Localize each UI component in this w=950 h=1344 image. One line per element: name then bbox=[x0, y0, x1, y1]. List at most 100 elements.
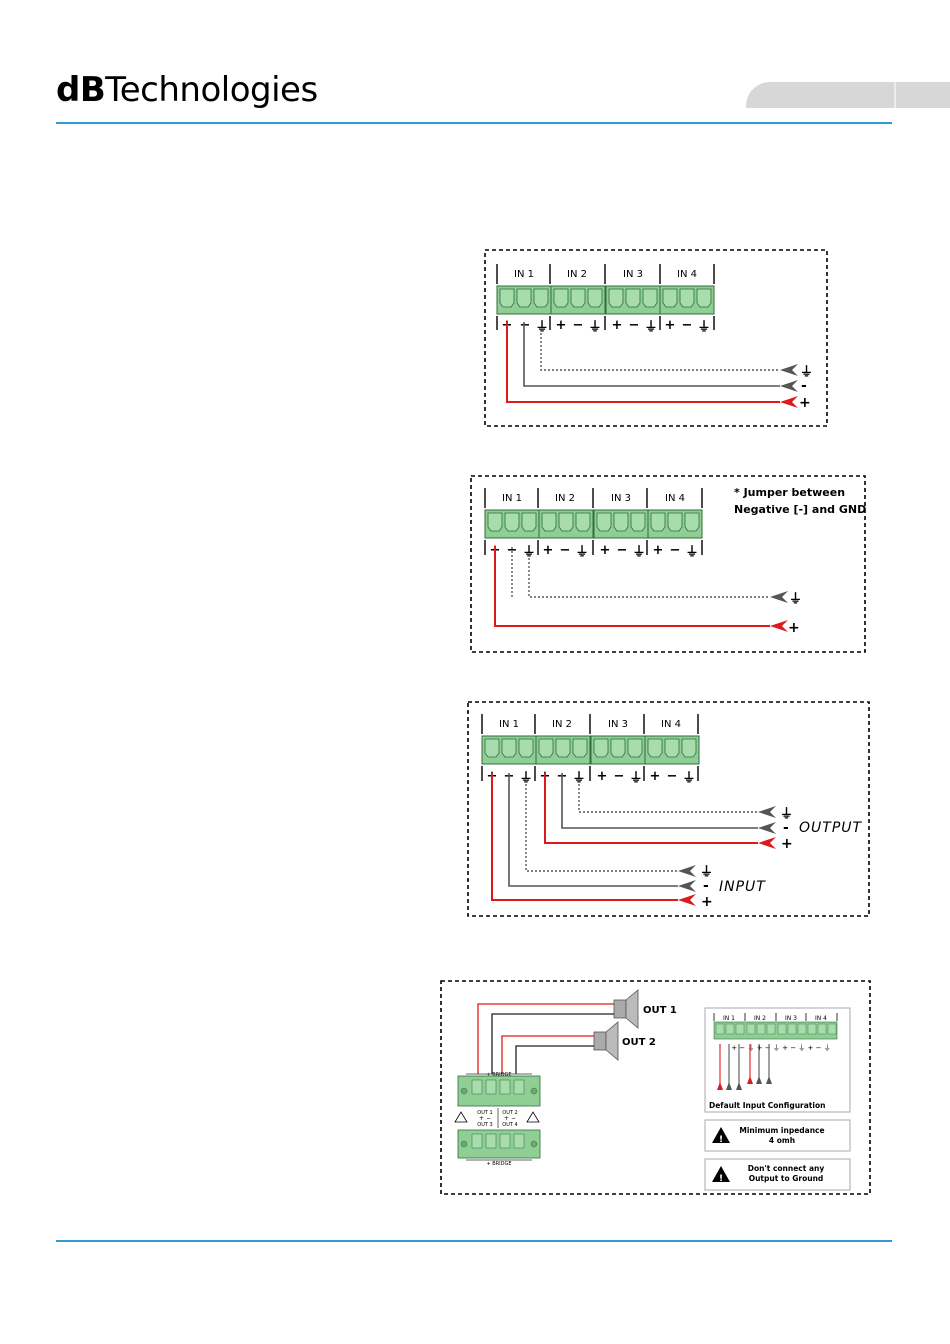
pin-ground: ⏚ bbox=[697, 320, 710, 335]
pin-minus: − bbox=[629, 318, 640, 333]
warning-ground-box bbox=[704, 1158, 851, 1191]
out-block-label-1: OUT 1 bbox=[477, 1110, 492, 1116]
diagram1-ground-wire bbox=[540, 333, 798, 376]
diagram2-note-line1: * Jumper between bbox=[734, 486, 845, 499]
pin-minus: − bbox=[614, 769, 625, 784]
pin-ground: ⏚ bbox=[644, 320, 657, 335]
diagram3-frame bbox=[467, 701, 870, 917]
speaker-out1-label: OUT 1 bbox=[643, 1005, 677, 1016]
diagram1-ground-mark: ⏚ bbox=[800, 365, 813, 380]
pin-ground: ⏚ bbox=[572, 771, 585, 786]
warning-left-icon bbox=[454, 1111, 468, 1123]
diagram3-output-plus-mark: + bbox=[781, 836, 793, 852]
out-block-pins-1: + − bbox=[479, 1115, 491, 1122]
pin-ground: ⏚ bbox=[575, 545, 588, 560]
pin-ground: ⏚ bbox=[519, 771, 532, 786]
diagram3-input-minus-mark: - bbox=[703, 878, 709, 894]
diagram3-output-minus-wire bbox=[561, 773, 776, 834]
svg-text:!: ! bbox=[719, 1174, 723, 1184]
diagram2-note-line2: Negative [-] and GND bbox=[734, 503, 866, 516]
footer-rule bbox=[56, 1240, 892, 1242]
pin-ground: ⏚ bbox=[682, 771, 695, 786]
diagram2-plus-wire bbox=[494, 546, 788, 632]
output-connector-bottom bbox=[457, 1129, 541, 1161]
diagram3-input-plus-wire bbox=[491, 773, 696, 906]
diagram3-input-ground-wire bbox=[525, 784, 696, 877]
diagram2-in2-label: IN 2 bbox=[555, 493, 575, 504]
bridge-label-bottom: + BRIDGE bbox=[486, 1161, 511, 1167]
diagram1-plus-mark: + bbox=[799, 395, 811, 411]
diagram2-plus-mark: + bbox=[788, 620, 800, 636]
warning-impedance-line2: 4 omh bbox=[769, 1136, 795, 1145]
diagram1-minus-wire bbox=[523, 322, 798, 392]
pin-ground: ⏚ bbox=[632, 545, 645, 560]
warning-ground-line1: Don't connect any bbox=[748, 1164, 825, 1173]
diagram1-in4-label: IN 4 bbox=[677, 269, 697, 280]
diagram1-in3-label: IN 3 bbox=[623, 269, 643, 280]
warning-ground-line2: Output to Ground bbox=[749, 1174, 824, 1183]
mini-pin-row: + − ⏚ + − ⏚ + − ⏚ + − ⏚ bbox=[731, 1044, 830, 1052]
mini-in4-label: IN 4 bbox=[815, 1015, 827, 1022]
pin-plus: + bbox=[543, 543, 554, 558]
diagram3-output-minus-mark: - bbox=[783, 820, 789, 836]
pin-minus: − bbox=[667, 769, 678, 784]
out-block-label-2: OUT 2 bbox=[502, 1110, 517, 1116]
diagram3-output-ground-mark: ⏚ bbox=[780, 807, 793, 822]
warning-impedance-box bbox=[704, 1119, 851, 1152]
pin-minus: − bbox=[507, 543, 518, 558]
diagram3-output-ground-wire bbox=[578, 784, 776, 818]
pin-ground: ⏚ bbox=[685, 545, 698, 560]
diagram2-in4-label: IN 4 bbox=[665, 493, 685, 504]
diagram3-in4-label: IN 4 bbox=[661, 719, 681, 730]
diagram3-output-plus-wire bbox=[544, 773, 776, 849]
pin-plus: + bbox=[653, 543, 664, 558]
pin-minus: − bbox=[682, 318, 693, 333]
diagram1-frame bbox=[484, 249, 828, 427]
brand-logo-text: Technologies bbox=[105, 70, 318, 110]
brand-logo: dBTechnologies bbox=[56, 68, 318, 112]
mini-arrowheads bbox=[717, 1076, 772, 1090]
svg-text:!: ! bbox=[719, 1135, 723, 1145]
pin-plus: + bbox=[597, 769, 608, 784]
pin-plus: + bbox=[650, 769, 661, 784]
diagram2-frame bbox=[470, 475, 866, 653]
speaker-out1-icon bbox=[613, 989, 639, 1029]
diagram3-in3-label: IN 3 bbox=[608, 719, 628, 730]
mini-input-wires bbox=[719, 1044, 770, 1088]
out-block-label-3: OUT 3 bbox=[477, 1122, 492, 1128]
diagram4-frame bbox=[440, 980, 871, 1195]
default-config-title: Default Input Configuration bbox=[709, 1101, 825, 1110]
warning-impedance-line1: Minimum inpedance bbox=[739, 1126, 824, 1135]
diagram3-in1-label: IN 1 bbox=[499, 719, 519, 730]
mini-in2-label: IN 2 bbox=[754, 1015, 766, 1022]
pin-ground: ⏚ bbox=[629, 771, 642, 786]
warning-impedance-icon: ! bbox=[712, 1127, 730, 1145]
brand-logo-bold: dB bbox=[56, 70, 106, 110]
speaker-out2-label: OUT 2 bbox=[622, 1037, 656, 1048]
speaker-out2-icon bbox=[593, 1021, 619, 1061]
diagram3-input-label: INPUT bbox=[719, 879, 766, 895]
pin-plus: + bbox=[556, 318, 567, 333]
pin-ground: ⏚ bbox=[535, 320, 548, 335]
header-tab-decoration bbox=[746, 82, 950, 108]
warning-right-icon bbox=[526, 1111, 540, 1123]
warning-ground-icon: ! bbox=[712, 1166, 730, 1184]
diagram1-in1-label: IN 1 bbox=[514, 269, 534, 280]
out2-black-wire bbox=[515, 1045, 594, 1074]
diagram1-minus-mark: - bbox=[801, 378, 807, 394]
diagram2-ground-mark: ⏚ bbox=[789, 592, 802, 607]
diagram3-input-plus-mark: + bbox=[701, 894, 713, 910]
pin-ground: ⏚ bbox=[522, 545, 535, 560]
header-rule bbox=[56, 122, 892, 124]
out-block-pins-2: + − bbox=[504, 1115, 516, 1122]
mini-terminal-strip bbox=[713, 1021, 838, 1040]
diagram3-input-ground-mark: ⏚ bbox=[700, 865, 713, 880]
pin-minus: − bbox=[573, 318, 584, 333]
diagram3-input-minus-wire bbox=[508, 773, 696, 892]
out1-black-wire bbox=[491, 1013, 614, 1074]
pin-plus: + bbox=[612, 318, 623, 333]
